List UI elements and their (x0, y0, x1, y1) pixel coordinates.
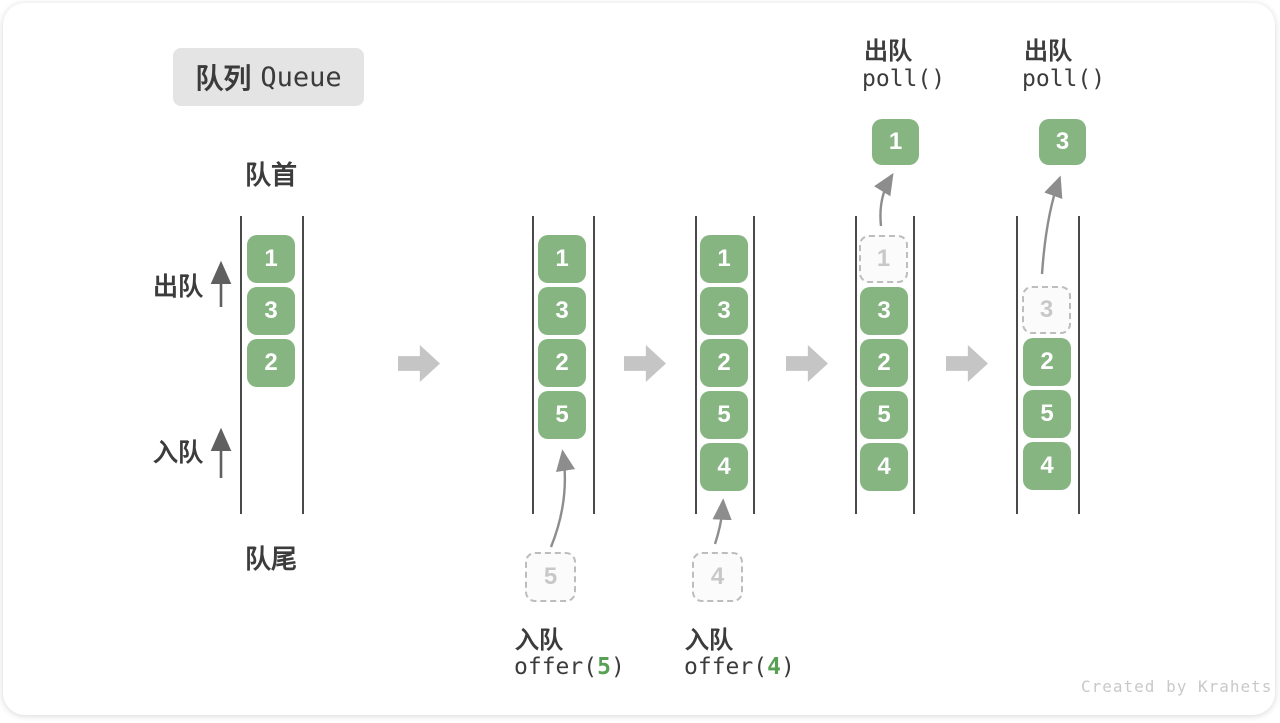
queue-cell: 1 (700, 235, 748, 283)
dequeue-op-code: poll() (862, 66, 946, 92)
code-fn: offer( (514, 654, 598, 680)
enqueue-op-label: 入队 (685, 627, 733, 654)
queue3-wall-left (695, 216, 697, 514)
code-close: ) (610, 654, 625, 680)
title-zh: 队列 (195, 63, 252, 94)
ghost-cell: 3 (1022, 286, 1071, 334)
queue1-wall-right (302, 216, 304, 514)
queue4-wall-right (913, 216, 915, 514)
code-fn: offer( (684, 654, 768, 680)
queue4-wall-left (855, 216, 857, 514)
next-state-arrow-icon (946, 345, 988, 382)
queue2-wall-left (532, 216, 534, 514)
dequeue-label: 出队 (152, 273, 203, 301)
queue5-wall-left (1016, 216, 1018, 514)
next-state-arrow-icon (398, 345, 440, 382)
code-arg: 4 (767, 654, 781, 680)
front-label: 队首 (244, 160, 297, 190)
watermark: Created by Krahets (1081, 677, 1273, 696)
next-state-arrow-icon (624, 345, 666, 382)
enqueue-op-code: offer(4) (684, 654, 795, 680)
queue-cell: 2 (860, 339, 908, 387)
queue5-wall-right (1078, 216, 1080, 514)
queue-cell: 1 (538, 235, 586, 283)
queue2-wall-right (593, 216, 595, 514)
enqueue-op-label: 入队 (515, 627, 563, 654)
diagram-canvas: 队列 Queue 队首 队尾 出队 入队 1 3 2 1 3 2 5 5 入队 … (3, 3, 1275, 715)
queue3-wall-right (753, 216, 755, 514)
queue-cell: 5 (860, 391, 908, 439)
offer5-curved-arrow-icon (549, 449, 576, 548)
poll3-curved-arrow-icon (1040, 175, 1063, 275)
queue-cell: 3 (700, 287, 748, 335)
dequeue-op-label: 出队 (864, 38, 912, 65)
queue-cell: 5 (1023, 390, 1071, 438)
offer4-curved-arrow-icon (712, 498, 732, 545)
queue-cell: 2 (538, 339, 586, 387)
queue-cell: 5 (700, 391, 748, 439)
queue-cell: 1 (247, 235, 295, 283)
queue-cell: 2 (247, 339, 295, 387)
dequeue-op-label: 出队 (1024, 38, 1072, 65)
queue1-wall-left (240, 216, 242, 514)
title-badge: 队列 Queue (173, 48, 364, 106)
pending-cell: 4 (692, 552, 743, 602)
queue-cell: 4 (1023, 442, 1071, 490)
popped-cell: 3 (1039, 119, 1086, 165)
queue-cell: 3 (860, 287, 908, 335)
queue-cell: 5 (538, 391, 586, 439)
queue-cell: 2 (700, 339, 748, 387)
pending-cell: 5 (525, 552, 576, 602)
next-state-arrow-icon (786, 345, 828, 382)
queue-cell: 2 (1023, 338, 1071, 386)
poll1-curved-arrow-icon (873, 172, 894, 227)
queue-cell: 3 (247, 287, 295, 335)
enqueue-label: 入队 (152, 439, 203, 467)
dequeue-op-code: poll() (1022, 66, 1106, 92)
rear-label: 队尾 (244, 544, 297, 574)
popped-cell: 1 (872, 119, 919, 165)
enqueue-op-code: offer(5) (514, 654, 625, 680)
code-close: ) (780, 654, 795, 680)
queue-cell: 3 (538, 287, 586, 335)
ghost-cell: 1 (859, 235, 908, 283)
title-en: Queue (260, 61, 342, 93)
code-arg: 5 (597, 654, 611, 680)
queue-cell: 4 (700, 443, 748, 491)
queue-cell: 4 (860, 443, 908, 491)
